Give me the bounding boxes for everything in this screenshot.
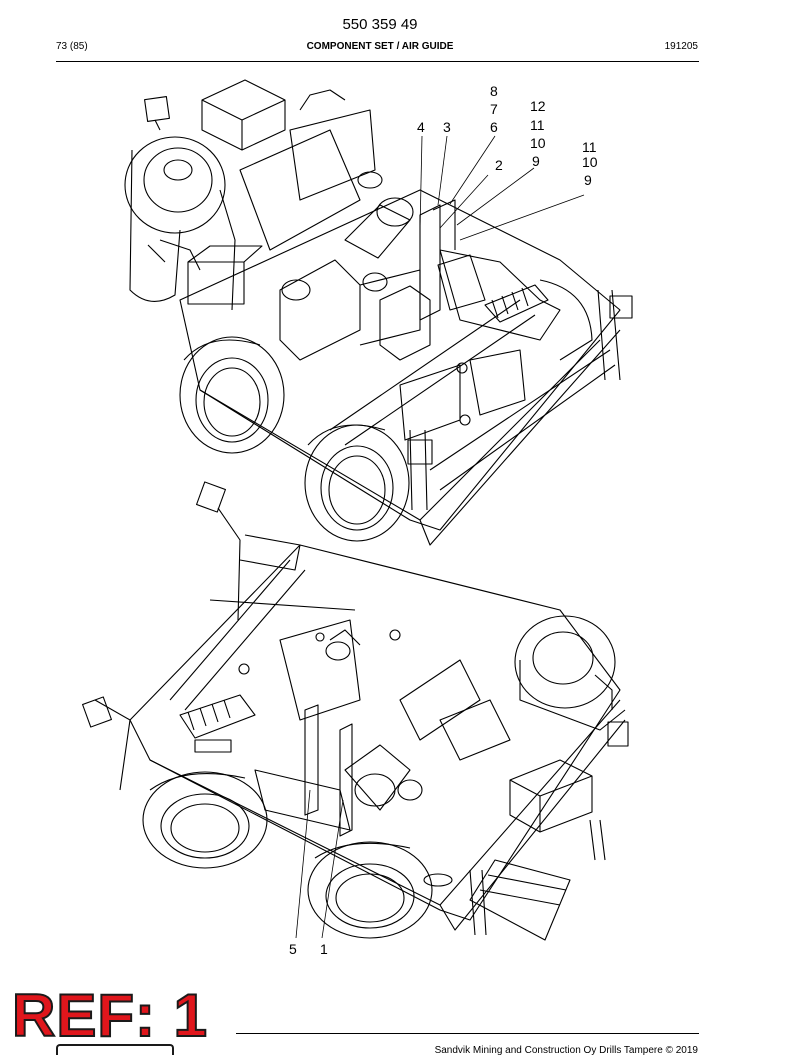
callout-top-10b: 10 (582, 154, 598, 170)
section-title: COMPONENT SET / AIR GUIDE (306, 41, 454, 52)
callout-top-9b: 9 (584, 172, 592, 188)
document-date-code: 191205 (664, 41, 698, 52)
callout-top-12: 12 (530, 98, 546, 114)
callout-top-7: 7 (490, 101, 498, 117)
page-counter: 73 (85) (56, 41, 88, 52)
callout-bottom-5: 5 (289, 941, 297, 957)
header-rule (56, 61, 699, 62)
callout-bottom-1: 1 (320, 941, 328, 957)
document-number: 550 359 49 (342, 16, 418, 33)
callout-top-4: 4 (417, 119, 425, 135)
callout-top-11b: 11 (582, 139, 597, 155)
callout-top-8: 8 (490, 83, 498, 99)
callout-top-6: 6 (490, 119, 498, 135)
bottom-machine-illustration (82, 481, 629, 941)
ref-stamp: REF: 1 (11, 982, 209, 1049)
callout-top-11: 11 (530, 117, 545, 133)
top-machine-illustration (124, 79, 633, 546)
footer-copyright: Sandvik Mining and Construction Oy Drill… (434, 1045, 698, 1056)
footer-rule (236, 1033, 699, 1034)
callout-labels: 8 7 6 12 11 10 9 4 3 2 11 10 9 5 1 (289, 83, 598, 957)
callout-top-10: 10 (530, 135, 546, 151)
callout-top-2: 2 (495, 157, 503, 173)
callout-top-3: 3 (443, 119, 451, 135)
company-logo (56, 1044, 174, 1055)
callout-top-9: 9 (532, 153, 540, 169)
